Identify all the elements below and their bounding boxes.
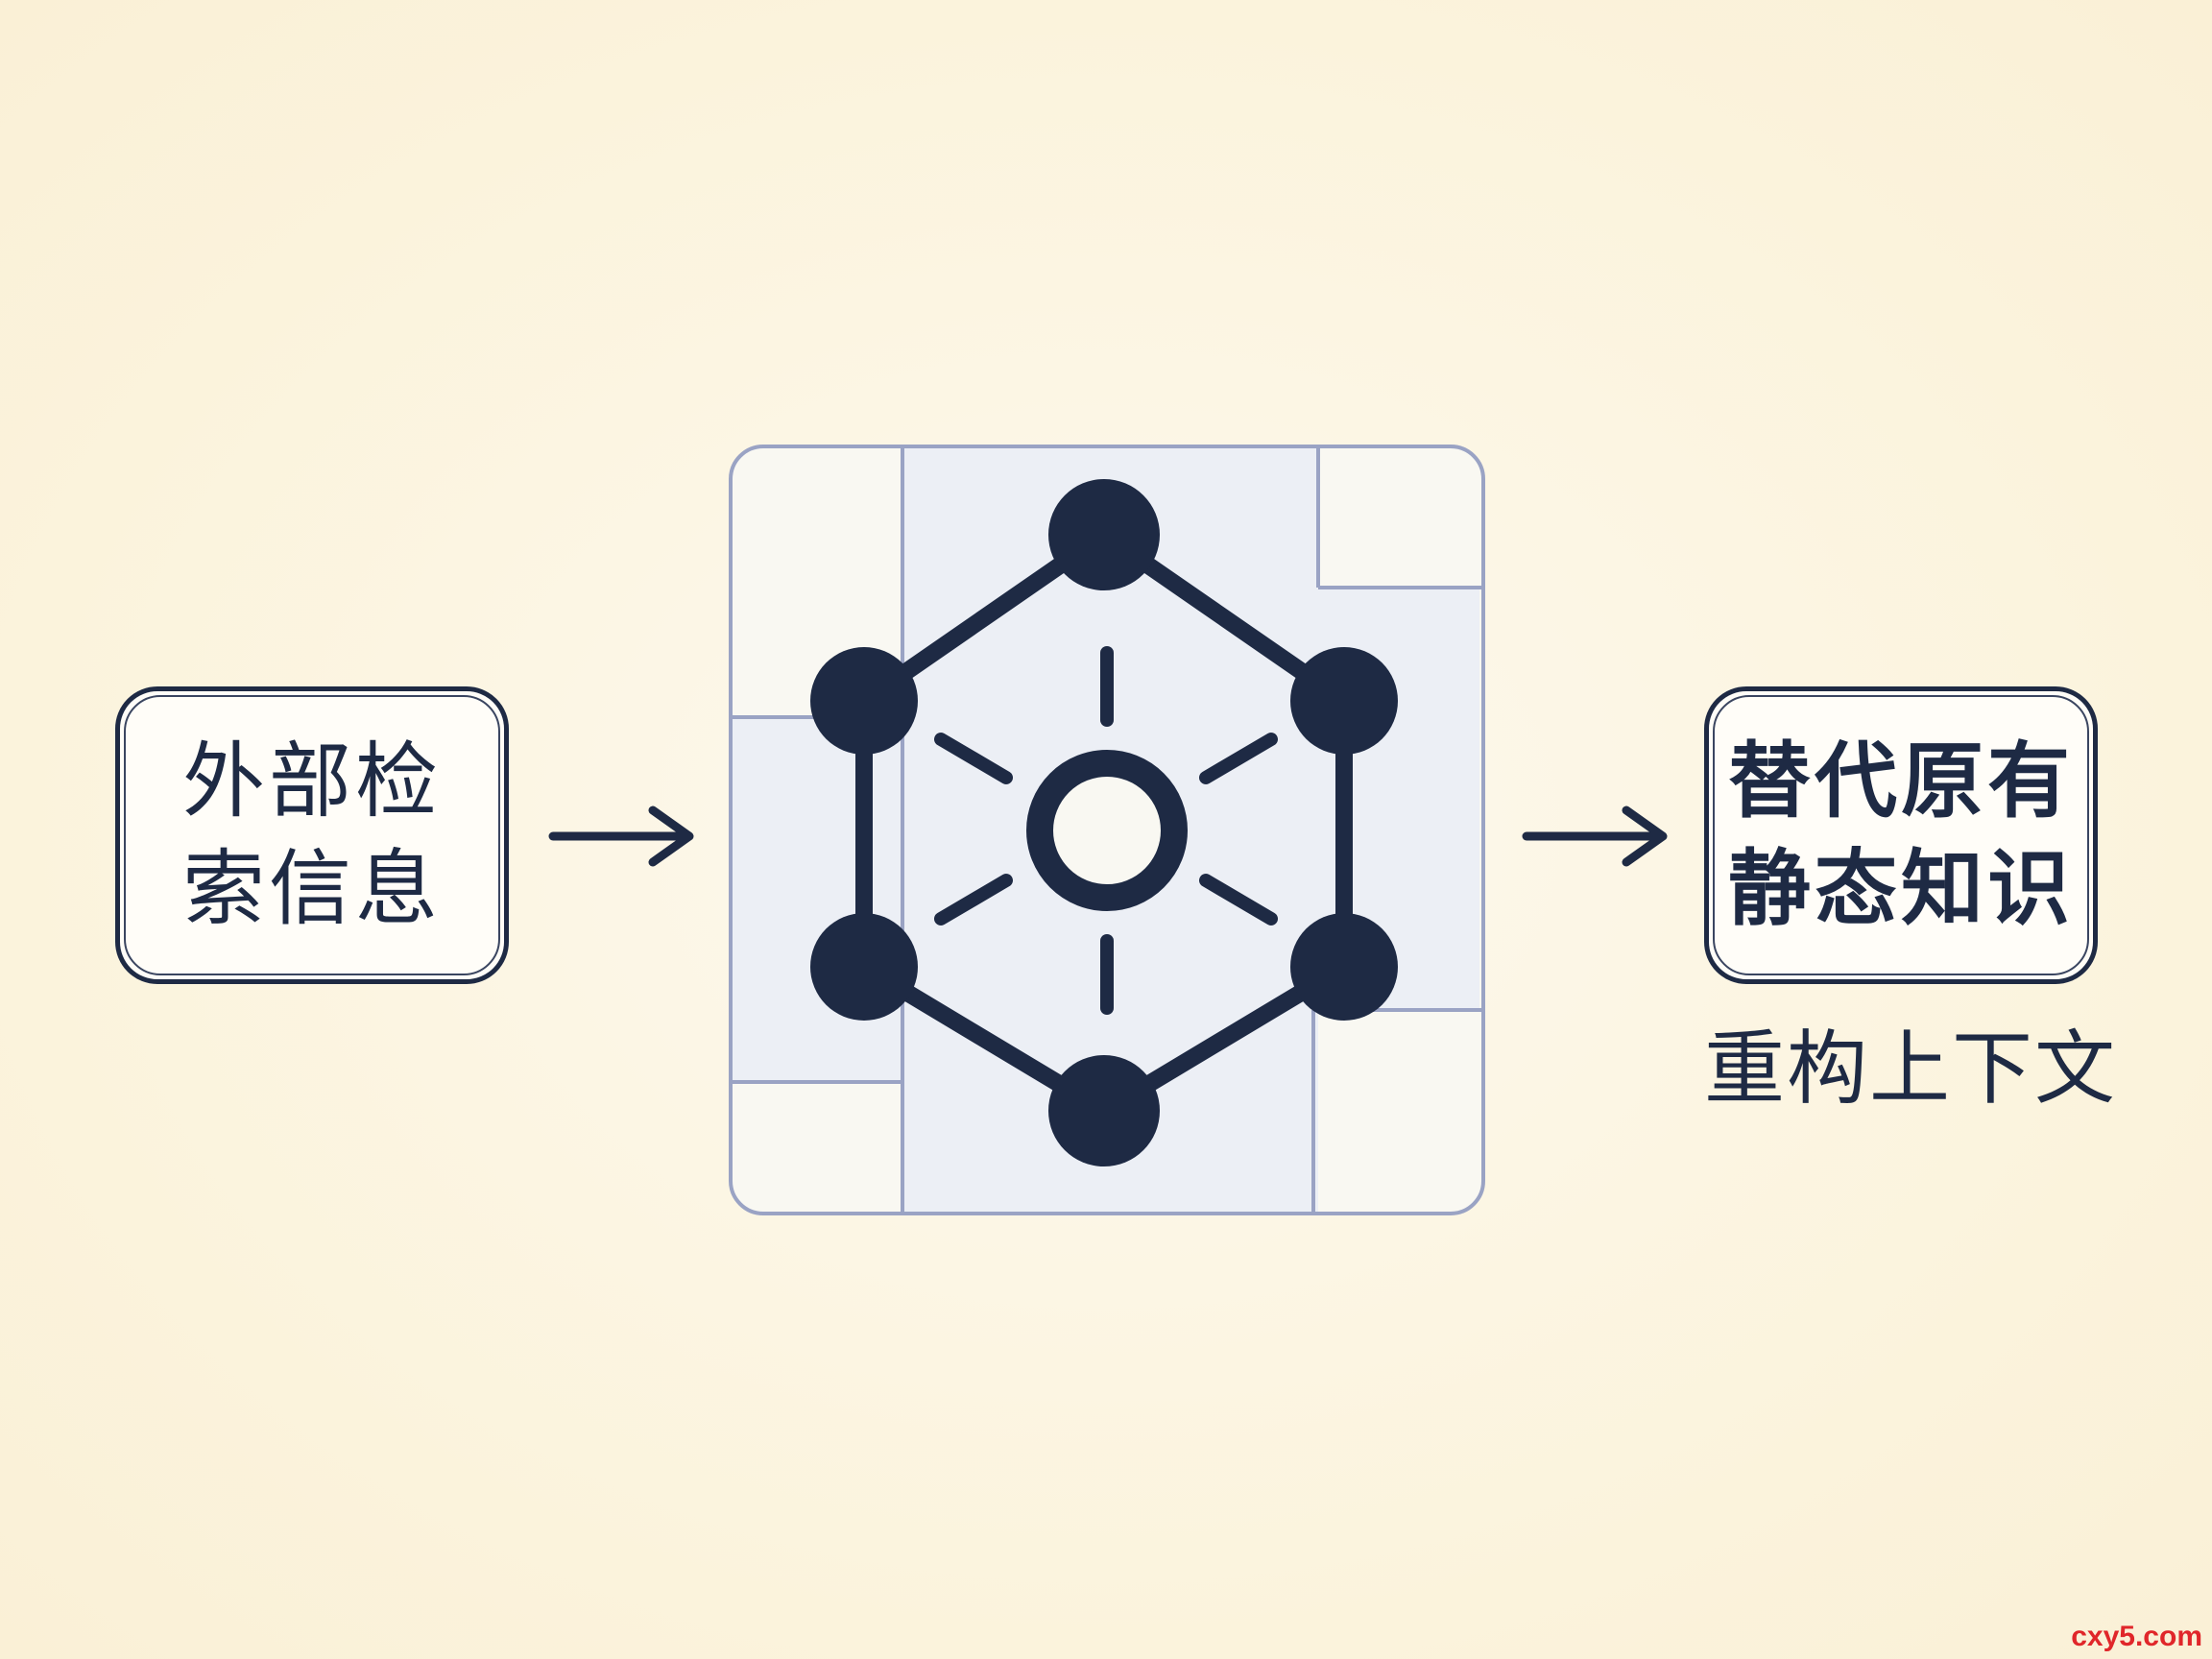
output-box-line-2: 静态知识	[1728, 841, 2074, 937]
watermark: cxy5.com	[2071, 1621, 2202, 1652]
arrow-right-icon	[1522, 805, 1668, 867]
input-box-external-retrieval: 外部检 索信息	[115, 686, 509, 984]
input-box-line-1: 外部检	[182, 733, 442, 830]
knowledge-graph-network-icon	[729, 445, 1485, 1215]
output-box-line-1: 替代原有	[1728, 733, 2074, 830]
output-box-replace-static-knowledge: 替代原有 静态知识	[1704, 686, 2098, 984]
caption-reconstruct-context: 重构上下文	[1704, 1022, 2118, 1116]
input-box-line-2: 索信息	[182, 841, 442, 937]
arrow-right-icon	[548, 805, 694, 867]
